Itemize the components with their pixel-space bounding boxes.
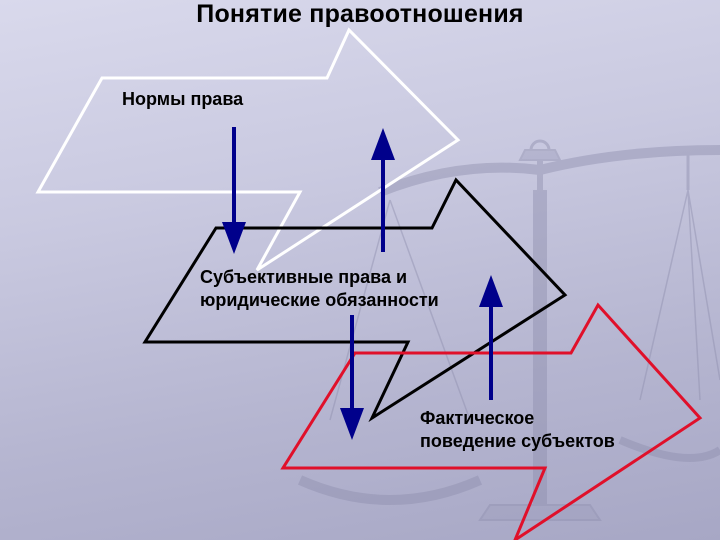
norms-label: Нормы права	[122, 89, 244, 109]
behavior-label-line2: поведение субъектов	[420, 431, 615, 451]
behavior-to-rights-arrow	[479, 275, 503, 400]
norms-arrow-shape	[35, 27, 461, 272]
rights-to-norms-arrow	[371, 128, 395, 252]
behavior-arrow-shape	[280, 302, 703, 540]
rights-to-behavior-arrow	[340, 315, 364, 440]
rights-arrow-shape	[142, 177, 568, 423]
scales-of-justice-background	[297, 139, 720, 521]
rights-label-line2: юридические обязанности	[200, 290, 439, 310]
slide-title: Понятие правоотношения	[196, 0, 524, 28]
behavior-label-line1: Фактическое	[420, 408, 535, 428]
norms-to-rights-arrow	[222, 127, 246, 254]
rights-label-line1: Субъективные права и	[200, 267, 408, 287]
